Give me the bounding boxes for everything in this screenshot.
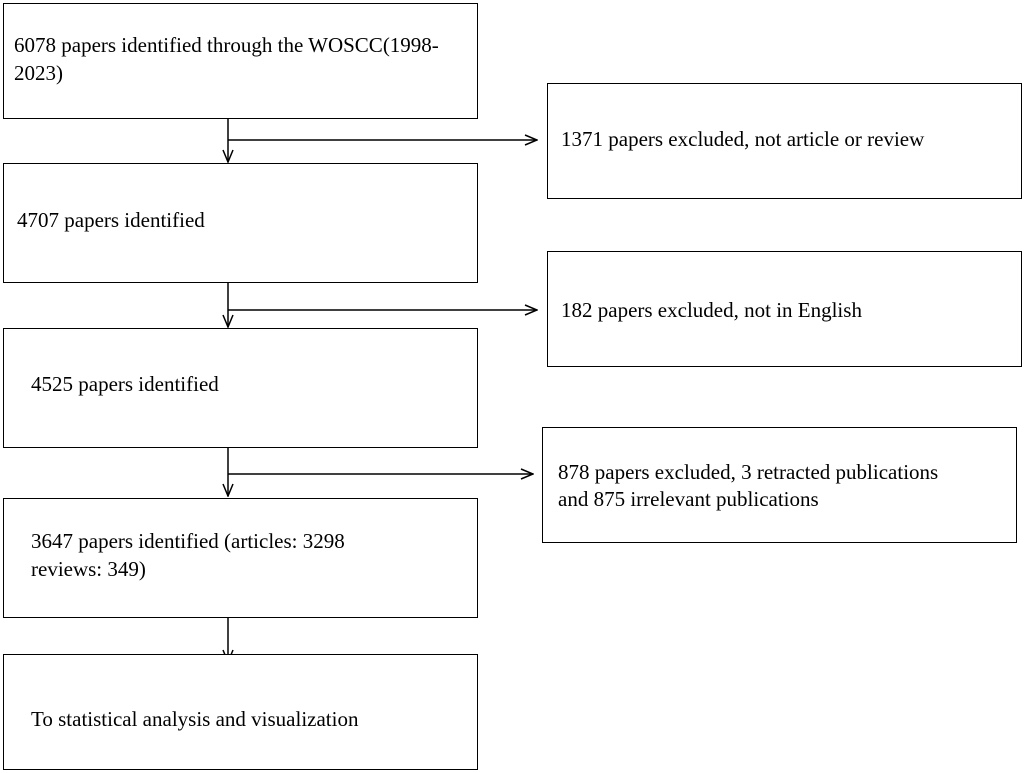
box-excluded-other: 878 papers excluded, 3 retracted publica… xyxy=(542,427,1017,543)
box-text-line: and 875 irrelevant publications xyxy=(558,487,819,511)
box-text-line: 3647 papers identified (articles: 3298 xyxy=(31,529,345,553)
box-identified-4525: 4525 papers identified xyxy=(3,328,478,448)
box-identified-4707: 4707 papers identified xyxy=(3,163,478,283)
box-text-line: 182 papers excluded, not in English xyxy=(561,298,862,322)
box-text-line: 4707 papers identified xyxy=(17,208,205,232)
box-text-line: 2023) xyxy=(14,61,63,85)
box-text-line: 1371 papers excluded, not article or rev… xyxy=(561,127,925,151)
box-text-line: 4525 papers identified xyxy=(31,372,219,396)
box-identified-wos: 6078 papers identified through the WOSCC… xyxy=(3,3,478,119)
box-text-line: 6078 papers identified through the WOSCC… xyxy=(14,33,439,57)
box-text-line: 878 papers excluded, 3 retracted publica… xyxy=(558,460,939,484)
box-excluded-language: 182 papers excluded, not in English xyxy=(547,251,1022,367)
box-identified-3647: 3647 papers identified (articles: 3298 r… xyxy=(3,498,478,618)
box-excluded-type: 1371 papers excluded, not article or rev… xyxy=(547,83,1022,199)
box-text-line: To statistical analysis and visualizatio… xyxy=(31,707,359,731)
box-text-line: reviews: 349) xyxy=(31,557,146,581)
box-analysis: To statistical analysis and visualizatio… xyxy=(3,654,478,770)
